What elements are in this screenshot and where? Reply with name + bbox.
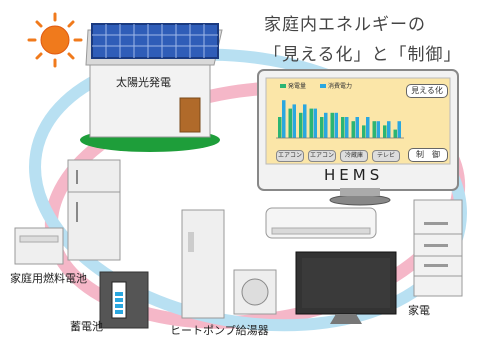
fuel-cell-icon bbox=[14, 227, 64, 265]
bar-generation-11 bbox=[393, 129, 397, 138]
bar-generation-6 bbox=[341, 117, 345, 138]
bar-consumption-4 bbox=[324, 112, 328, 138]
legend-swatch-generation bbox=[280, 84, 286, 88]
label-battery: 蓄電池 bbox=[70, 320, 103, 333]
bar-generation-1 bbox=[288, 108, 292, 138]
label-solar: 太陽光発電 bbox=[116, 76, 171, 89]
visualize-button[interactable]: 見える化 bbox=[406, 84, 448, 98]
bar-generation-9 bbox=[372, 121, 376, 138]
solar-panel-icon bbox=[91, 23, 219, 59]
bar-generation-5 bbox=[330, 112, 334, 138]
bar-generation-2 bbox=[299, 112, 303, 138]
diagram-title-line1: 家庭内エネルギーの bbox=[264, 15, 426, 35]
bar-generation-0 bbox=[278, 117, 282, 138]
bar-generation-10 bbox=[383, 125, 387, 138]
bar-consumption-1 bbox=[292, 104, 296, 138]
bar-consumption-2 bbox=[303, 104, 307, 138]
bar-consumption-0 bbox=[282, 100, 286, 138]
legend-generation: 発電量 bbox=[288, 83, 307, 90]
air-conditioner-icon bbox=[265, 207, 377, 239]
bar-generation-8 bbox=[362, 125, 366, 138]
control-button[interactable]: 制 御 bbox=[408, 148, 448, 162]
battery-icon bbox=[99, 271, 149, 329]
bar-generation-7 bbox=[351, 121, 355, 138]
bar-consumption-7 bbox=[355, 117, 359, 138]
legend-swatch-consumption bbox=[320, 84, 326, 88]
television-icon bbox=[295, 251, 397, 324]
bar-consumption-11 bbox=[397, 121, 401, 138]
diagram-title-line2: 「見える化」と「制御」 bbox=[264, 45, 462, 65]
bar-consumption-8 bbox=[366, 117, 370, 138]
energy-bar-chart bbox=[276, 100, 404, 139]
bar-consumption-10 bbox=[387, 121, 391, 138]
bar-consumption-3 bbox=[313, 108, 317, 138]
legend-consumption: 消費電力 bbox=[328, 83, 353, 90]
heat-pump-tank-icon bbox=[181, 209, 225, 319]
control-aircon-1[interactable]: エアコン bbox=[276, 150, 304, 162]
bar-consumption-6 bbox=[345, 117, 349, 138]
control-tv[interactable]: テレビ bbox=[372, 150, 400, 162]
bar-consumption-9 bbox=[376, 121, 380, 138]
sun-icon bbox=[27, 12, 83, 68]
control-fridge[interactable]: 冷蔵庫 bbox=[340, 150, 368, 162]
label-hems: HEMS bbox=[324, 166, 384, 184]
refrigerator-right-icon bbox=[413, 199, 463, 297]
label-heat-pump: ヒートポンプ給湯器 bbox=[170, 324, 269, 337]
bar-consumption-5 bbox=[334, 112, 338, 138]
bar-generation-4 bbox=[320, 117, 324, 138]
bar-generation-3 bbox=[309, 108, 313, 138]
heat-pump-unit-icon bbox=[233, 269, 277, 315]
label-fuel-cell: 家庭用燃料電池 bbox=[10, 272, 87, 285]
label-appliances: 家電 bbox=[408, 304, 430, 317]
refrigerator-icon bbox=[67, 159, 121, 261]
control-aircon-2[interactable]: エアコン bbox=[308, 150, 336, 162]
